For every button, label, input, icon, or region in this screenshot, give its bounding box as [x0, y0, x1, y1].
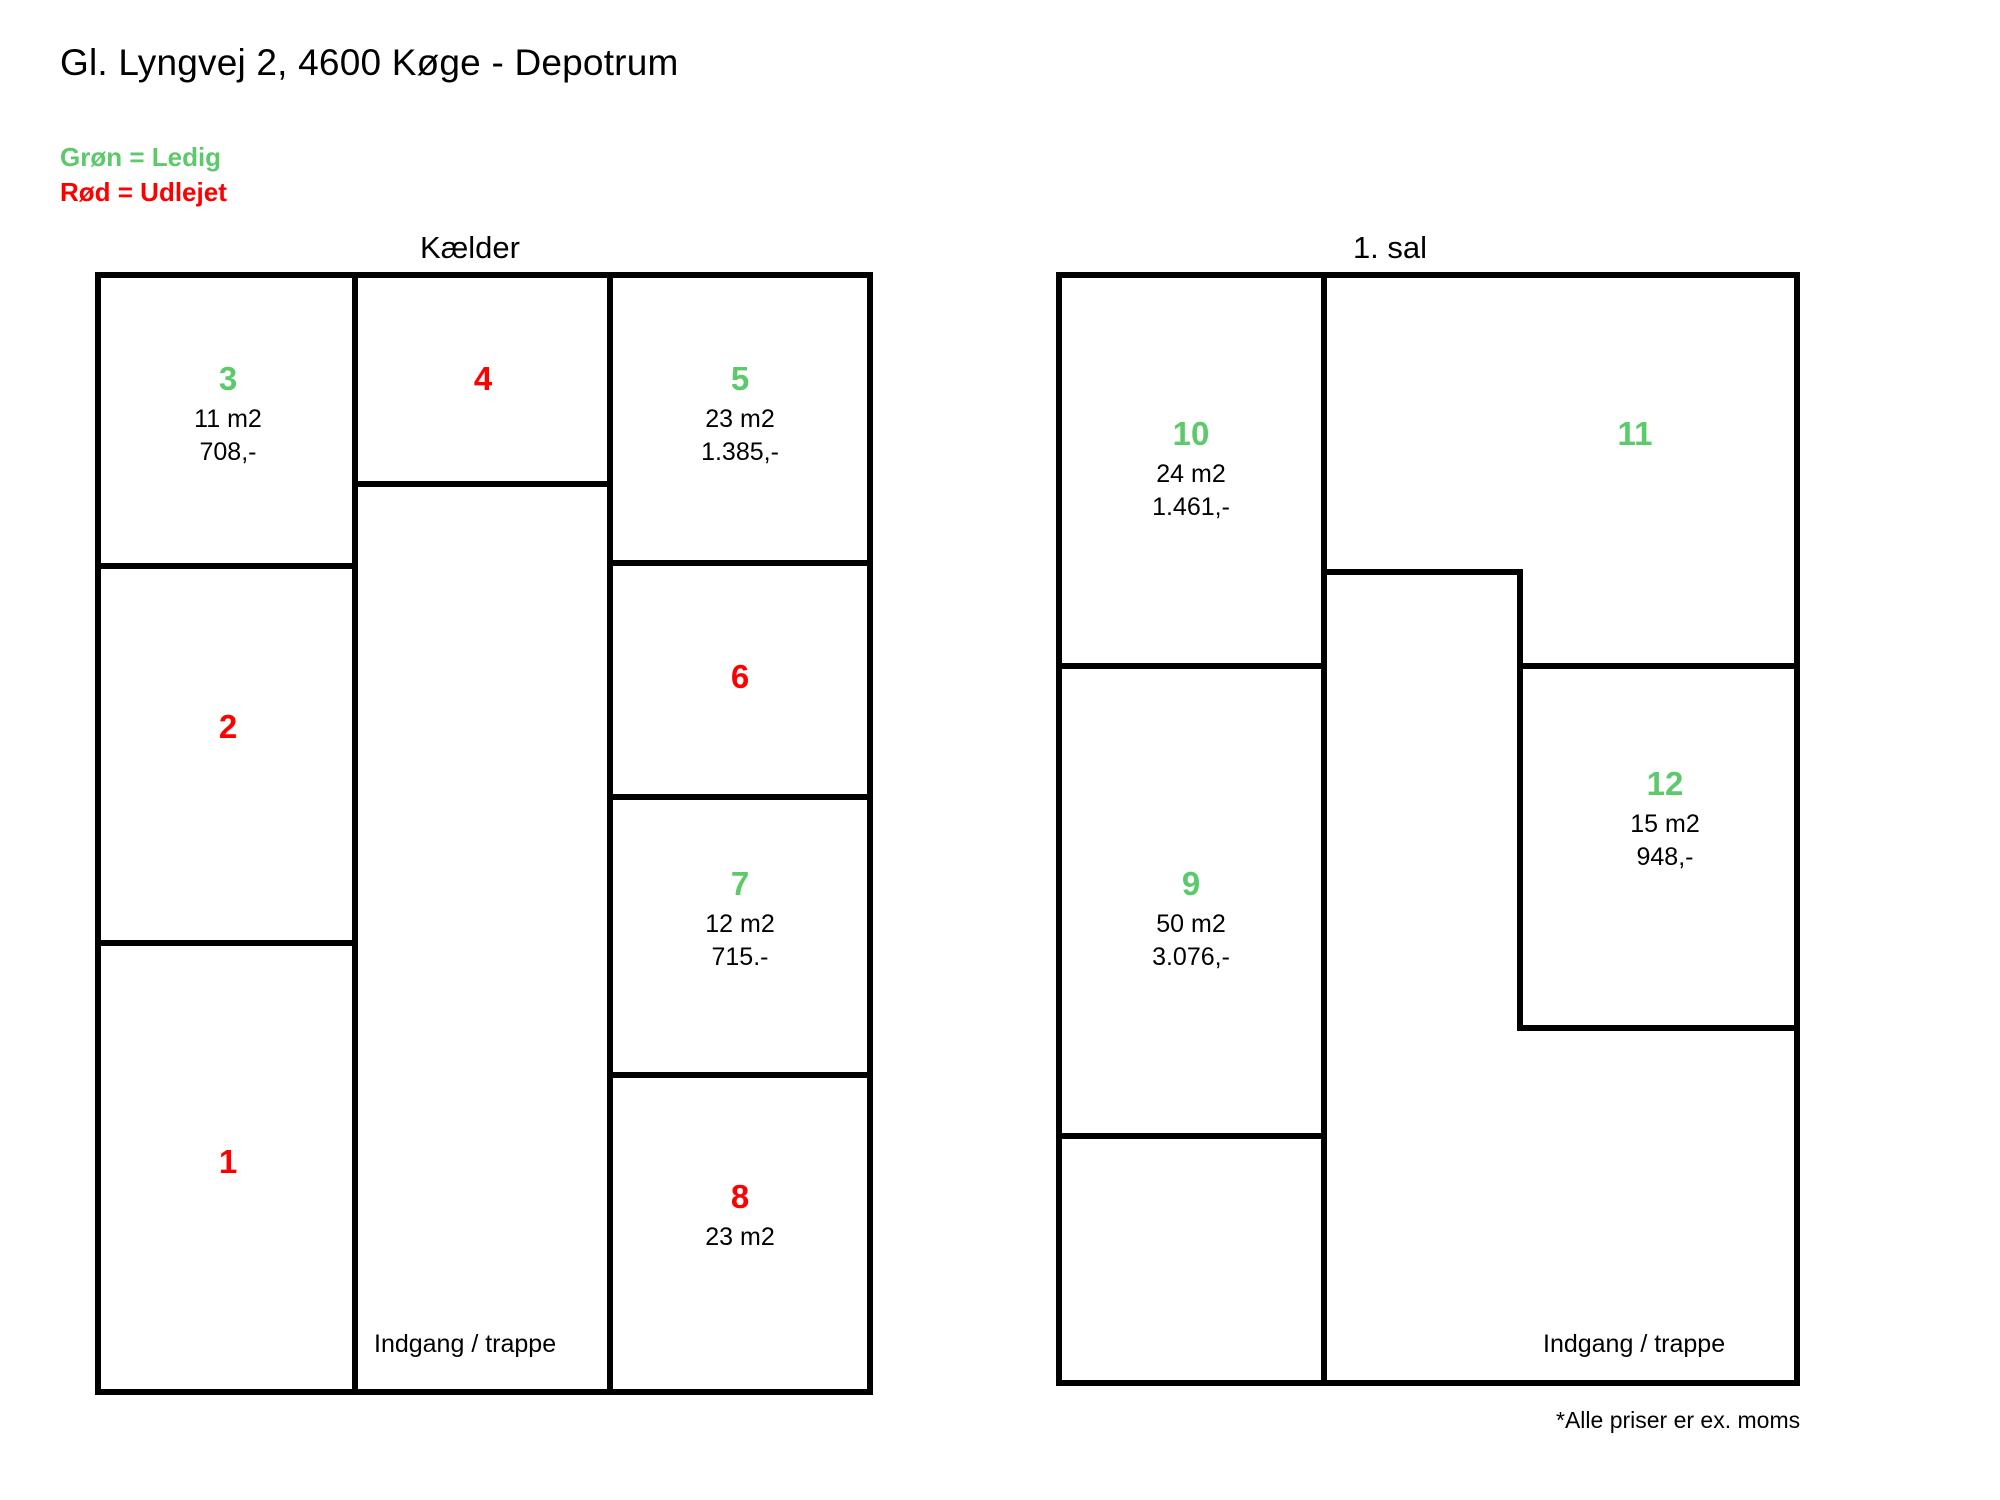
- sal-wall-h-10-9: [1056, 663, 1327, 669]
- room-1[interactable]: 1: [128, 1140, 328, 1186]
- sal-wall-h-11-bottom: [1321, 569, 1523, 575]
- legend-rented: Rød = Udlejet: [60, 176, 227, 207]
- room-7-area: 12 m2: [705, 909, 775, 938]
- room-3-price: 708,-: [199, 437, 257, 466]
- room-9-number: 9: [1181, 865, 1201, 902]
- kaelder-wall-h-2-1: [95, 940, 358, 946]
- kaelder-wall-h-5-6: [607, 560, 873, 566]
- room-8-number: 8: [730, 1178, 750, 1215]
- sal-wall-h-9-bot: [1056, 1133, 1327, 1139]
- legend: Grøn = Ledig Rød = Udlejet: [60, 140, 227, 209]
- floor-caption-kaelder: Kælder: [420, 230, 520, 265]
- room-5-area: 23 m2: [705, 404, 775, 433]
- room-3-area: 11 m2: [194, 404, 262, 433]
- page-title: Gl. Lyngvej 2, 4600 Køge - Depotrum: [60, 42, 679, 83]
- sal-wall-bottom: [1056, 1380, 1800, 1386]
- room-3[interactable]: 3 11 m2 708,-: [128, 357, 328, 469]
- room-12-area: 15 m2: [1630, 809, 1700, 838]
- room-8[interactable]: 8 23 m2: [628, 1175, 852, 1254]
- room-7-price: 715.-: [711, 942, 769, 971]
- kaelder-wall-h-7-8: [607, 1072, 873, 1078]
- room-4-number: 4: [473, 360, 493, 397]
- kaelder-wall-right: [867, 272, 873, 1395]
- room-12[interactable]: 12 15 m2 948,-: [1545, 762, 1785, 874]
- room-9[interactable]: 9 50 m2 3.076,-: [1086, 862, 1296, 974]
- sal-wall-top: [1056, 272, 1800, 278]
- room-7-number: 7: [730, 865, 750, 902]
- room-5-price: 1.385,-: [701, 437, 779, 466]
- sal-wall-h-12-bottom: [1517, 1025, 1800, 1031]
- kaelder-wall-v-col1: [352, 272, 358, 1395]
- room-9-area: 50 m2: [1156, 909, 1226, 938]
- sal-wall-v-main: [1321, 272, 1327, 1386]
- sal-wall-h-12-top: [1517, 663, 1800, 669]
- floor-caption-sal: 1. sal: [1352, 230, 1428, 265]
- room-11[interactable]: 11: [1530, 412, 1740, 458]
- room-10-area: 24 m2: [1156, 459, 1226, 488]
- room-12-number: 12: [1646, 765, 1684, 802]
- room-3-number: 3: [218, 360, 238, 397]
- kaelder-wall-bottom: [95, 1389, 873, 1395]
- kaelder-wall-top: [95, 272, 873, 278]
- room-7[interactable]: 7 12 m2 715.-: [628, 862, 852, 974]
- room-8-area: 23 m2: [705, 1222, 775, 1251]
- room-11-number: 11: [1617, 415, 1653, 452]
- room-5[interactable]: 5 23 m2 1.385,-: [628, 357, 852, 469]
- kaelder-entrance-label: Indgang / trappe: [374, 1330, 557, 1358]
- kaelder-wall-left: [95, 272, 101, 1395]
- room-5-number: 5: [730, 360, 750, 397]
- room-4[interactable]: 4: [383, 357, 583, 403]
- room-6-number: 6: [730, 658, 750, 695]
- kaelder-wall-v-col2: [607, 272, 613, 1395]
- sal-wall-right: [1794, 272, 1800, 1386]
- room-12-price: 948,-: [1636, 842, 1694, 871]
- room-10-number: 10: [1172, 415, 1210, 452]
- room-1-number: 1: [218, 1143, 238, 1180]
- sal-entrance-label: Indgang / trappe: [1543, 1330, 1726, 1358]
- kaelder-wall-h-3-2: [95, 563, 358, 569]
- room-2[interactable]: 2: [128, 705, 328, 751]
- sal-wall-v-notch: [1517, 569, 1523, 1031]
- room-6[interactable]: 6: [628, 655, 852, 701]
- kaelder-wall-h-6-7: [607, 794, 873, 800]
- room-9-price: 3.076,-: [1152, 942, 1230, 971]
- kaelder-wall-h-4: [352, 481, 613, 487]
- room-10-price: 1.461,-: [1152, 492, 1230, 521]
- room-10[interactable]: 10 24 m2 1.461,-: [1086, 412, 1296, 524]
- price-footnote: *Alle priser er ex. moms: [1556, 1407, 1801, 1433]
- sal-wall-left: [1056, 272, 1062, 1386]
- legend-available: Grøn = Ledig: [60, 142, 222, 172]
- room-2-number: 2: [218, 708, 238, 745]
